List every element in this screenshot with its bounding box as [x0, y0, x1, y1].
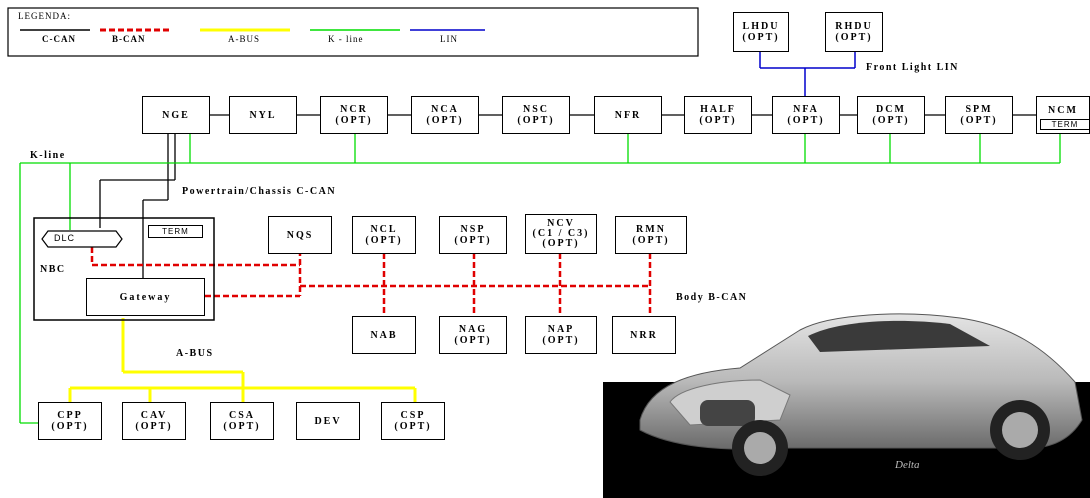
node-gateway-name: Gateway — [120, 292, 172, 303]
node-dev: DEV — [296, 402, 360, 440]
node-csa: CSA (OPT) — [210, 402, 274, 440]
node-ncr: NCR (OPT) — [320, 96, 388, 134]
node-csa-sub: (OPT) — [223, 421, 260, 432]
node-lhdu-name: LHDU — [743, 21, 780, 32]
powertrain-label: Powertrain/Chassis C-CAN — [182, 186, 336, 197]
node-dcm-sub: (OPT) — [872, 115, 909, 126]
node-rmn: RMN (OPT) — [615, 216, 687, 254]
node-nca-sub: (OPT) — [426, 115, 463, 126]
node-nge: NGE — [142, 96, 210, 134]
node-cav: CAV (OPT) — [122, 402, 186, 440]
legend-box — [8, 8, 698, 56]
node-nyl: NYL — [229, 96, 297, 134]
node-nap-sub: (OPT) — [542, 335, 579, 346]
node-rmn-name: RMN — [636, 224, 666, 235]
node-ncl-sub: (OPT) — [365, 235, 402, 246]
node-half-name: HALF — [700, 104, 736, 115]
node-nsc: NSC (OPT) — [502, 96, 570, 134]
node-gateway: Gateway — [86, 278, 205, 316]
node-spm-sub: (OPT) — [960, 115, 997, 126]
node-rhdu-sub: (OPT) — [835, 32, 872, 43]
node-ncv: NCV (C1 / C3) (OPT) — [525, 214, 597, 254]
node-nag: NAG (OPT) — [439, 316, 507, 354]
legend-label-bcan: B-CAN — [112, 34, 146, 44]
front-light-lin-label: Front Light LIN — [866, 62, 959, 73]
node-nsp: NSP (OPT) — [439, 216, 507, 254]
node-nap-name: NAP — [548, 324, 575, 335]
body-bcan-label: Body B-CAN — [676, 292, 747, 303]
node-spm: SPM (OPT) — [945, 96, 1013, 134]
lin-bus — [760, 52, 855, 100]
ncm-term-tag: TERM — [1040, 119, 1090, 130]
dlc-label: DLC — [54, 233, 75, 243]
node-ncr-name: NCR — [340, 104, 368, 115]
node-ncr-sub: (OPT) — [335, 115, 372, 126]
legend-title: LEGENDA: — [18, 11, 71, 21]
node-ncm-name: NCM — [1048, 105, 1078, 116]
node-dcm-name: DCM — [876, 104, 906, 115]
nbc-term-tag: TERM — [148, 225, 203, 238]
legend-label-kline: K - line — [328, 34, 364, 44]
node-csp-sub: (OPT) — [394, 421, 431, 432]
node-lhdu-sub: (OPT) — [742, 32, 779, 43]
node-csp: CSP (OPT) — [381, 402, 445, 440]
node-nqs-name: NQS — [287, 230, 314, 241]
node-nfa-sub: (OPT) — [787, 115, 824, 126]
node-nca: NCA (OPT) — [411, 96, 479, 134]
node-ncl: NCL (OPT) — [352, 216, 416, 254]
node-lhdu: LHDU (OPT) — [733, 12, 789, 52]
node-nag-sub: (OPT) — [454, 335, 491, 346]
legend-label-lin: LIN — [440, 34, 458, 44]
node-nfr: NFR — [594, 96, 662, 134]
node-ncv-sub: (OPT) — [542, 239, 579, 249]
node-half-sub: (OPT) — [699, 115, 736, 126]
node-nsp-name: NSP — [461, 224, 486, 235]
node-nap: NAP (OPT) — [525, 316, 597, 354]
node-nyl-name: NYL — [249, 110, 276, 121]
node-cpp: CPP (OPT) — [38, 402, 102, 440]
node-dcm: DCM (OPT) — [857, 96, 925, 134]
node-csp-name: CSP — [401, 410, 426, 421]
legend-label-ccan: C-CAN — [42, 34, 76, 44]
node-nsc-name: NSC — [523, 104, 549, 115]
node-nag-name: NAG — [459, 324, 487, 335]
ccan-backbone — [100, 115, 1080, 280]
node-nge-name: NGE — [162, 110, 190, 121]
legend-label-abus: A-BUS — [228, 34, 260, 44]
node-nfa-name: NFA — [793, 104, 819, 115]
node-rmn-sub: (OPT) — [632, 235, 669, 246]
a-bus-label: A-BUS — [176, 348, 214, 359]
node-cpp-name: CPP — [57, 410, 82, 421]
node-nab: NAB — [352, 316, 416, 354]
node-nrr: NRR — [612, 316, 676, 354]
node-cav-name: CAV — [141, 410, 167, 421]
node-rhdu: RHDU (OPT) — [825, 12, 883, 52]
node-ncl-name: NCL — [370, 224, 397, 235]
node-nab-name: NAB — [370, 330, 397, 341]
node-dev-name: DEV — [314, 416, 341, 427]
node-rhdu-name: RHDU — [835, 21, 872, 32]
node-nsp-sub: (OPT) — [454, 235, 491, 246]
node-nqs: NQS — [268, 216, 332, 254]
node-nsc-sub: (OPT) — [517, 115, 554, 126]
node-spm-name: SPM — [965, 104, 992, 115]
node-cav-sub: (OPT) — [135, 421, 172, 432]
node-nfa: NFA (OPT) — [772, 96, 840, 134]
car-badge: Delta — [894, 459, 920, 471]
car-image: Delta — [603, 314, 1090, 498]
node-nrr-name: NRR — [630, 330, 658, 341]
node-nfr-name: NFR — [615, 110, 642, 121]
node-cpp-sub: (OPT) — [51, 421, 88, 432]
node-half: HALF (OPT) — [684, 96, 752, 134]
node-nca-name: NCA — [431, 104, 459, 115]
nbc-label: NBC — [40, 264, 66, 275]
node-csa-name: CSA — [229, 410, 255, 421]
k-line-label: K-line — [30, 150, 66, 161]
